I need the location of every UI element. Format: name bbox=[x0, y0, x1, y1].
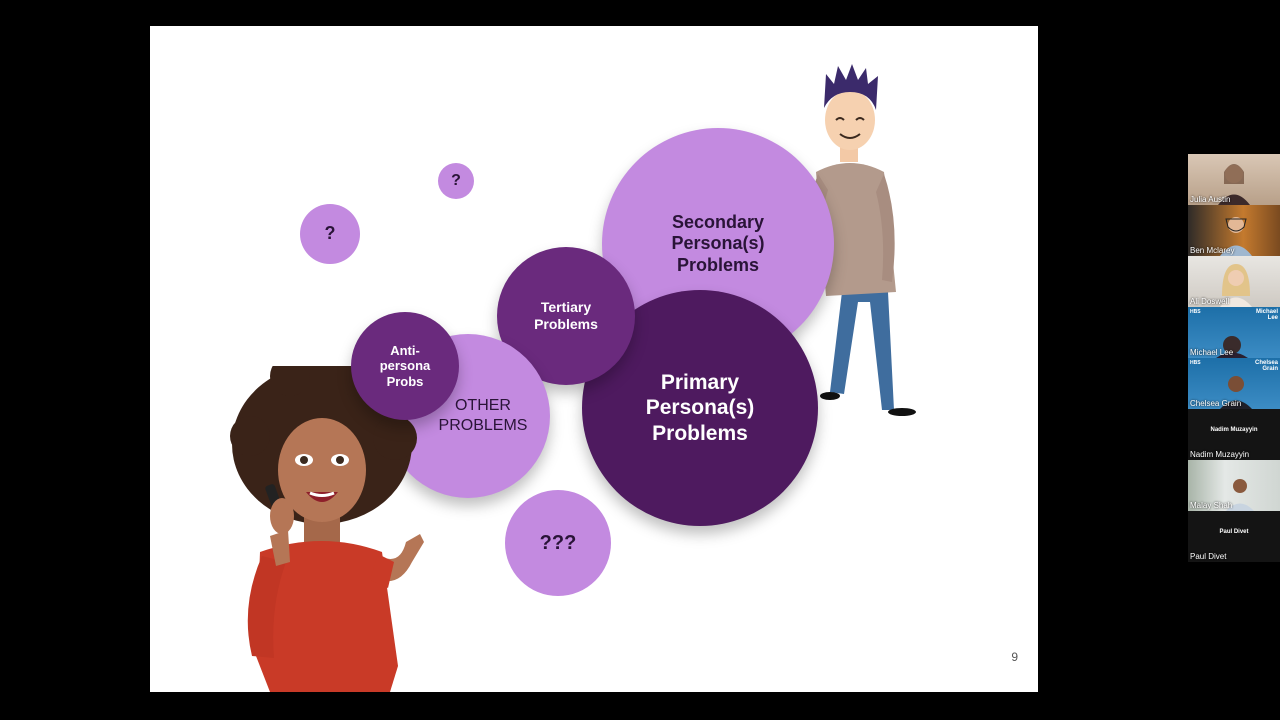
bubble-anti-persona-problems: Anti- persona Probs bbox=[351, 312, 459, 420]
participant-video-ali-doswell bbox=[1220, 264, 1252, 307]
participant-badge: HBS bbox=[1190, 309, 1201, 315]
participant-name-label: Chelsea Grain bbox=[1190, 399, 1242, 408]
bubble-primary-label: Primary Persona(s) Problems bbox=[645, 371, 755, 445]
woman-illustration bbox=[230, 366, 424, 692]
participant-name-label: Julia Austin bbox=[1190, 195, 1231, 204]
participant-tile-paul-divet[interactable]: Paul Divet Paul Divet bbox=[1188, 511, 1280, 562]
participant-tile-chelsea-grain[interactable]: HBS Chelsea Grain Chelsea Grain bbox=[1188, 358, 1280, 409]
participant-badge: HBS bbox=[1190, 360, 1201, 366]
participant-video-malay-shah bbox=[1226, 479, 1254, 511]
participant-video-chelsea-grain bbox=[1220, 376, 1252, 409]
bubble-question-small-label: ? bbox=[451, 172, 461, 190]
participant-name-label: Malay Shah bbox=[1190, 501, 1233, 510]
participant-name-label: Nadim Muzayyin bbox=[1190, 450, 1250, 459]
participant-video-ben-mclarey bbox=[1220, 217, 1252, 256]
participant-name-label: Michael Lee bbox=[1190, 348, 1234, 357]
video-gallery: Julia Austin Ben Mclarey Ali Doswell HBS… bbox=[1188, 154, 1280, 562]
participant-video-julia-austin bbox=[1218, 164, 1250, 205]
participant-video-michael-lee bbox=[1216, 336, 1248, 358]
bubble-other-label: OTHER PROBLEMS bbox=[438, 397, 528, 434]
bubble-question-triple-label: ??? bbox=[539, 532, 577, 554]
participant-tile-michael-lee[interactable]: HBS Michael Lee Michael Lee bbox=[1188, 307, 1280, 358]
participant-center-name: Paul Divet bbox=[1219, 529, 1249, 535]
participant-tile-ali-doswell[interactable]: Ali Doswell bbox=[1188, 256, 1280, 307]
bubble-secondary-label: Secondary Persona(s) Problems bbox=[671, 211, 765, 275]
participant-name-tag: Michael Lee bbox=[1255, 309, 1278, 321]
participant-tile-julia-austin[interactable]: Julia Austin bbox=[1188, 154, 1280, 205]
participant-name-label: Paul Divet bbox=[1190, 552, 1227, 561]
bubble-tertiary-label: Tertiary Problems bbox=[534, 299, 598, 332]
participant-name-label: Ali Doswell bbox=[1190, 297, 1230, 306]
bubble-question-triple: ??? bbox=[505, 490, 611, 596]
participant-name-label: Ben Mclarey bbox=[1190, 246, 1235, 255]
participant-tile-nadim-muzayyin[interactable]: Nadim Muzayyin Nadim Muzayyin bbox=[1188, 409, 1280, 460]
bubble-question-medium: ? bbox=[300, 204, 360, 264]
presentation-slide: Secondary Persona(s) Problems Primary Pe… bbox=[150, 26, 1038, 692]
bubble-question-medium-label: ? bbox=[324, 223, 336, 244]
bubble-question-small: ? bbox=[438, 163, 474, 199]
participant-center-name: Nadim Muzayyin bbox=[1210, 427, 1258, 433]
participant-name-tag: Chelsea Grain bbox=[1254, 360, 1278, 372]
participant-tile-ben-mclarey[interactable]: Ben Mclarey bbox=[1188, 205, 1280, 256]
bubble-anti-persona-label: Anti- persona Probs bbox=[379, 342, 431, 389]
participant-tile-malay-shah[interactable]: Malay Shah bbox=[1188, 460, 1280, 511]
man-illustration bbox=[809, 64, 916, 416]
slide-page-number: 9 bbox=[1011, 650, 1018, 664]
